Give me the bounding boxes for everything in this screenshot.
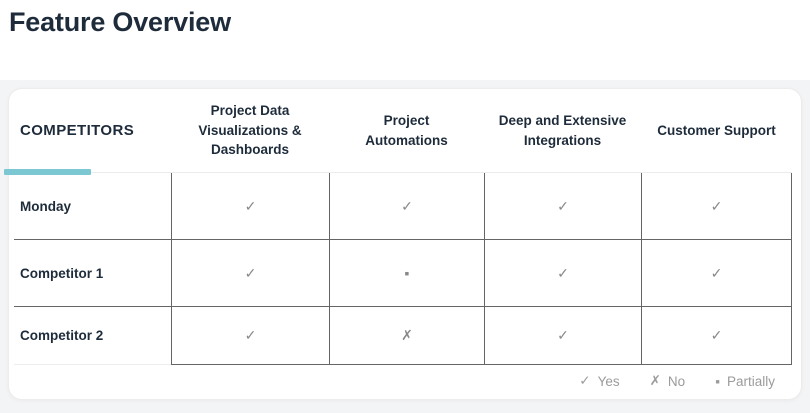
table-cell: ✓ <box>641 173 792 240</box>
table-cell: ✓ <box>171 307 329 365</box>
table-cell: ✓ <box>641 307 792 365</box>
table-cell: ✓ <box>484 240 641 307</box>
column-header-support: Customer Support <box>641 89 792 173</box>
column-header-integrations: Deep and Extensive Integrations <box>484 89 641 173</box>
legend-label-partially: Partially <box>726 373 775 389</box>
row-label-competitor-1: Competitor 1 <box>14 240 171 307</box>
competitors-column-header: COMPETITORS <box>4 89 171 175</box>
cross-icon: ✗ <box>649 373 661 388</box>
accent-underline <box>4 169 91 175</box>
legend: ✓ Yes ✗ No ▪ Partially <box>579 373 775 389</box>
legend-item-yes: ✓ Yes <box>579 373 619 389</box>
table-cell: ▪ <box>329 240 484 307</box>
legend-label-no: No <box>667 373 686 389</box>
table-cell: ✓ <box>329 173 484 240</box>
page-background-panel: COMPETITORS Project Data Visualizations … <box>0 80 810 413</box>
competitors-header-label: COMPETITORS <box>20 122 135 139</box>
row-label-monday: Monday <box>14 173 171 240</box>
table-cell: ✓ <box>171 173 329 240</box>
legend-label-yes: Yes <box>597 373 620 389</box>
legend-item-partially: ▪ Partially <box>715 373 775 389</box>
feature-comparison-table: COMPETITORS Project Data Visualizations … <box>4 89 801 365</box>
row-label-competitor-2: Competitor 2 <box>14 307 171 365</box>
column-header-visualizations: Project Data Visualizations & Dashboards <box>171 89 329 173</box>
square-icon: ▪ <box>715 373 720 389</box>
table-cell: ✓ <box>484 307 641 365</box>
table-cell: ✓ <box>641 240 792 307</box>
table-cell: ✗ <box>329 307 484 365</box>
feature-comparison-card: COMPETITORS Project Data Visualizations … <box>4 88 802 400</box>
check-icon: ✓ <box>579 373 591 388</box>
page-header: Feature Overview <box>0 0 810 80</box>
column-header-automations: Project Automations <box>329 89 484 173</box>
table-cell: ✓ <box>484 173 641 240</box>
table-cell: ✓ <box>171 240 329 307</box>
page-title: Feature Overview <box>9 7 231 37</box>
legend-item-no: ✗ No <box>650 373 686 389</box>
